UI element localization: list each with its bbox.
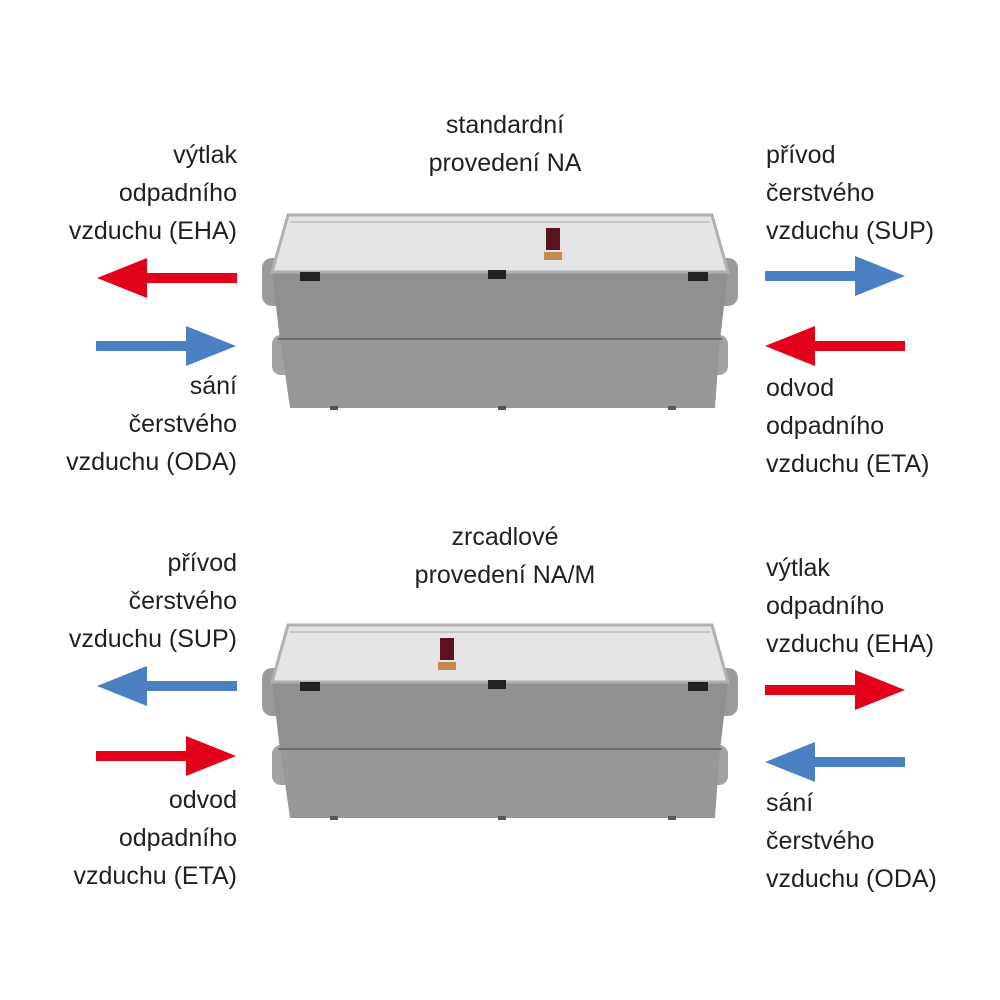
label-oda: sání čerstvého vzduchu (ODA) <box>766 784 937 898</box>
label-line: vzduchu (SUP) <box>766 217 935 245</box>
label-line: čerstvého <box>128 410 237 438</box>
label-line: vzduchu (EHA) <box>766 630 935 658</box>
label-line: přívod <box>766 141 836 169</box>
arrow-left-red <box>97 258 237 298</box>
arrow-right-red <box>96 736 236 776</box>
label-eha: výtlak odpadního vzduchu (EHA) <box>766 549 934 663</box>
label-eta: odvod odpadního vzduchu (ETA) <box>766 369 929 483</box>
arrow-left-red <box>765 326 905 366</box>
label-line: výtlak <box>766 554 830 582</box>
label-line: vzduchu (ODA) <box>766 865 937 893</box>
label-line: vzduchu (ETA) <box>766 450 930 478</box>
label-sup: přívod čerstvého vzduchu (SUP) <box>0 544 237 658</box>
arrow-left-blue <box>765 742 905 782</box>
arrow-right-red <box>765 670 905 710</box>
label-line: vzduchu (ODA) <box>66 448 237 476</box>
label-line: sání <box>766 789 814 817</box>
label-line: odpadního <box>118 824 237 852</box>
title-line: provedení NA <box>428 149 582 177</box>
label-line: přívod <box>167 549 237 577</box>
label-line: vzduchu (EHA) <box>68 217 237 245</box>
label-line: vzduchu (ETA) <box>73 862 237 890</box>
label-line: čerstvého <box>766 827 875 855</box>
label-line: odvod <box>168 786 237 814</box>
label-line: odvod <box>766 374 835 402</box>
label-line: čerstvého <box>128 587 237 615</box>
control-panel-icon <box>546 228 560 250</box>
title-line: provedení NA/M <box>414 561 596 589</box>
control-panel-icon <box>440 638 454 660</box>
ventilation-unit-standard <box>260 213 740 412</box>
label-line: vzduchu (SUP) <box>68 625 237 653</box>
label-line: čerstvého <box>766 179 875 207</box>
title-mirror: zrcadlové provedení NA/M <box>355 518 655 594</box>
title-line: standardní <box>445 111 565 139</box>
label-eha: výtlak odpadního vzduchu (EHA) <box>0 136 237 250</box>
label-sup: přívod čerstvého vzduchu (SUP) <box>766 136 934 250</box>
label-line: odpadního <box>766 412 885 440</box>
label-line: odpadního <box>766 592 885 620</box>
label-line: sání <box>189 372 237 400</box>
ventilation-unit-mirror <box>260 623 740 822</box>
label-oda: sání čerstvého vzduchu (ODA) <box>0 367 237 481</box>
title-standard: standardní provedení NA <box>355 106 655 182</box>
title-line: zrcadlové <box>451 523 559 551</box>
label-eta: odvod odpadního vzduchu (ETA) <box>0 781 237 895</box>
label-line: výtlak <box>173 141 237 169</box>
arrow-left-blue <box>97 666 237 706</box>
arrow-right-blue <box>96 326 236 366</box>
label-line: odpadního <box>118 179 237 207</box>
arrow-right-blue <box>765 256 905 296</box>
